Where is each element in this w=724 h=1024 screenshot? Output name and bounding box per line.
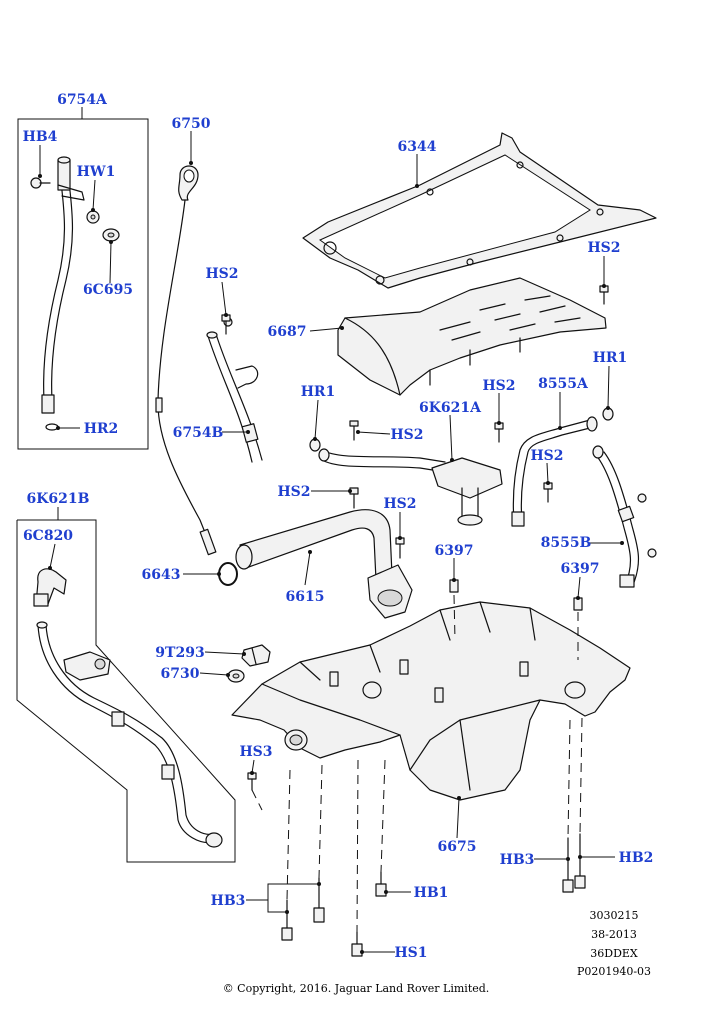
callout-6687[interactable]: 6687: [268, 324, 307, 340]
part-6730-plug: [227, 669, 245, 683]
callout-6C820[interactable]: 6C820: [23, 528, 73, 544]
alignment-lines: [251, 594, 583, 933]
callout-6615[interactable]: 6615: [286, 589, 325, 605]
callout-HS2-g[interactable]: HS2: [383, 496, 416, 512]
callout-HB1[interactable]: HB1: [414, 885, 449, 901]
callout-6754B[interactable]: 6754B: [173, 425, 224, 441]
callout-HR2[interactable]: HR2: [84, 421, 119, 437]
reference-line-4: P0201940-03: [577, 965, 651, 978]
reference-line-2: 38-2013: [591, 928, 637, 941]
callout-6344[interactable]: 6344: [398, 139, 437, 155]
part-6C695-seal: [102, 228, 120, 242]
callout-HB2[interactable]: HB2: [619, 850, 654, 866]
part-HS2-bolt-e: [543, 482, 553, 503]
group-frame-6754A: [17, 107, 149, 450]
callout-HS2-d[interactable]: HS2: [482, 378, 515, 394]
callout-6754A[interactable]: 6754A: [57, 92, 108, 108]
part-6675-oil-pan: [231, 601, 631, 801]
callout-HB3-ab[interactable]: HB3: [211, 893, 246, 909]
part-6K621A-pickup: [318, 448, 503, 526]
part-6344-gasket: [302, 132, 657, 289]
reference-line-1: 3030215: [590, 909, 639, 922]
reference-block: 3030215 38-2013 36DDEX P0201940-03: [577, 909, 651, 978]
part-HS2-bolt-g: [395, 537, 405, 559]
part-6C820-hose: [33, 568, 67, 607]
callout-HS1[interactable]: HS1: [394, 945, 427, 961]
part-HS2-bolt-d: [494, 422, 504, 443]
callout-HB3-c[interactable]: HB3: [500, 852, 535, 868]
part-6687-baffle: [337, 277, 607, 396]
part-6615-pipe: [235, 509, 413, 619]
copyright-notice: © Copyright, 2016. Jaguar Land Rover Lim…: [223, 982, 490, 995]
callout-HS2-f[interactable]: HS2: [277, 484, 310, 500]
part-HS2-bolt-c: [349, 420, 359, 441]
callout-6750[interactable]: 6750: [172, 116, 211, 132]
part-HB3-bolt-a: [281, 899, 293, 941]
callout-HS2-b[interactable]: HS2: [205, 266, 238, 282]
callout-HS2-c[interactable]: HS2: [390, 427, 423, 443]
part-6643-oring: [218, 562, 238, 586]
callout-HW1[interactable]: HW1: [77, 164, 116, 180]
part-8555A-pipe: [511, 416, 598, 527]
callout-8555B[interactable]: 8555B: [541, 535, 592, 551]
callout-HS3[interactable]: HS3: [239, 744, 272, 760]
callout-6K621B[interactable]: 6K621B: [27, 491, 90, 507]
callout-8555A[interactable]: 8555A: [538, 376, 589, 392]
part-HS2-bolt-a: [599, 285, 609, 305]
callout-HR1-b[interactable]: HR1: [593, 350, 628, 366]
part-HB3-bolt-c: [562, 837, 574, 893]
part-6754A-tube: [41, 156, 85, 414]
callout-6397-b[interactable]: 6397: [561, 561, 600, 577]
leader-dots: [38, 161, 624, 954]
part-8555B-pipe: [592, 445, 657, 588]
callout-6730[interactable]: 6730: [161, 666, 200, 682]
group-frame-6K621B: [16, 507, 236, 863]
part-9T293-sensor: [241, 644, 271, 667]
part-HR2-clip: [45, 423, 59, 431]
reference-line-3: 36DDEX: [590, 947, 638, 960]
part-6K621B-tube: [36, 621, 223, 848]
part-6750-dipstick: [155, 165, 217, 556]
callout-6C695[interactable]: 6C695: [83, 282, 133, 298]
callout-6397-a[interactable]: 6397: [435, 543, 474, 559]
callout-HB4[interactable]: HB4: [23, 129, 58, 145]
part-HW1-washer: [86, 210, 100, 224]
callout-6K621A[interactable]: 6K621A: [419, 400, 482, 416]
leader-lines: [39, 131, 622, 953]
callout-HS2-a[interactable]: HS2: [587, 240, 620, 256]
callout-HS2-e[interactable]: HS2: [530, 448, 563, 464]
part-HS3-bolt: [247, 772, 257, 791]
part-HB4-bolt: [30, 177, 51, 189]
callout-labels: 6754A HB4 HW1 6C695 HR2 6750 6344 HS2 HS…: [23, 92, 654, 961]
callout-6643[interactable]: 6643: [142, 567, 181, 583]
callout-9T293[interactable]: 9T293: [155, 645, 204, 661]
part-HB2-bolt: [574, 833, 586, 889]
callout-6675[interactable]: 6675: [438, 839, 477, 855]
callout-HR1-a[interactable]: HR1: [301, 384, 336, 400]
